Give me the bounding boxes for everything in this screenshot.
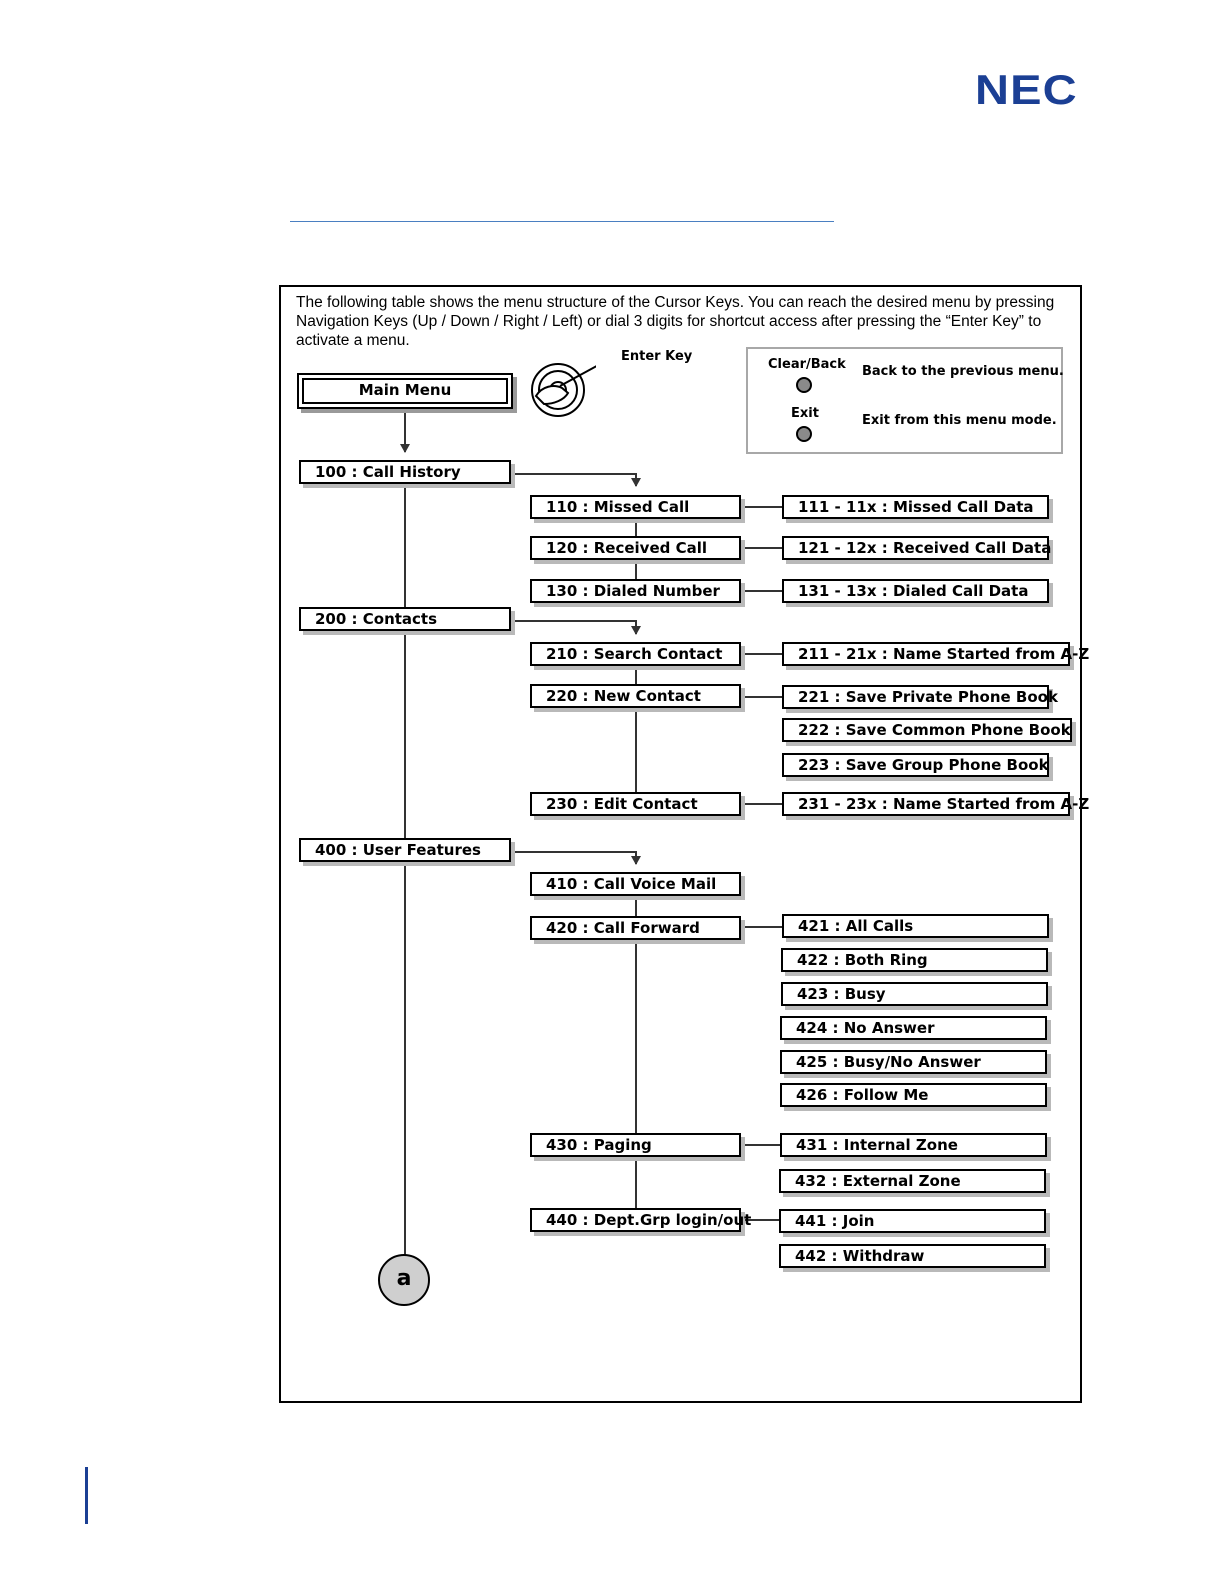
menu-structure-frame [279, 285, 1082, 1403]
menu-410-call-voice-mail: 410 : Call Voice Mail [530, 872, 741, 896]
menu-111-missed-call-data: 111 - 11x : Missed Call Data [782, 495, 1049, 519]
main-menu-label: Main Menu [302, 378, 508, 404]
enter-key-icon [531, 363, 596, 417]
menu-200-contacts: 200 : Contacts [299, 607, 511, 631]
continuation-connector-a: a [378, 1254, 430, 1306]
menu-223-save-group: 223 : Save Group Phone Book [782, 753, 1049, 777]
menu-120-received-call: 120 : Received Call [530, 536, 741, 560]
menu-422-both-ring: 422 : Both Ring [781, 948, 1048, 972]
menu-423-busy: 423 : Busy [781, 982, 1048, 1006]
menu-430-paging: 430 : Paging [530, 1133, 741, 1157]
menu-100-call-history: 100 : Call History [299, 460, 511, 484]
menu-130-dialed-number: 130 : Dialed Number [530, 579, 741, 603]
arrow-200 [511, 620, 641, 635]
menu-400-user-features: 400 : User Features [299, 838, 511, 862]
menu-220-new-contact: 220 : New Contact [530, 684, 741, 708]
clear-back-key-label: Clear/Back [768, 357, 846, 372]
exit-key-label: Exit [791, 406, 819, 421]
enter-key-label: Enter Key [621, 349, 693, 364]
intro-text: The following table shows the menu struc… [296, 294, 1055, 349]
menu-431-internal-zone: 431 : Internal Zone [780, 1133, 1047, 1157]
menu-442-withdraw: 442 : Withdraw [779, 1244, 1046, 1268]
exit-description: Exit from this menu mode. [862, 413, 1057, 428]
menu-121-received-call-data: 121 - 12x : Received Call Data [782, 536, 1051, 560]
menu-426-follow-me: 426 : Follow Me [780, 1083, 1047, 1107]
menu-440-dept-grp: 440 : Dept.Grp login/out [530, 1208, 751, 1232]
arrow-400 [511, 851, 641, 865]
legend-box [746, 347, 1063, 454]
menu-210-search-contact: 210 : Search Contact [530, 642, 741, 666]
menu-221-save-private: 221 : Save Private Phone Book [782, 685, 1058, 709]
menu-222-save-common: 222 : Save Common Phone Book [782, 718, 1072, 742]
menu-110-missed-call: 110 : Missed Call [530, 495, 741, 519]
clear-back-button-icon [796, 377, 812, 393]
clear-back-description: Back to the previous menu. [862, 364, 1064, 379]
nec-logo: NEC [975, 66, 1078, 113]
menu-432-external-zone: 432 : External Zone [779, 1169, 1046, 1193]
menu-420-call-forward: 420 : Call Forward [530, 916, 741, 940]
menu-425-busy-no-answer: 425 : Busy/No Answer [780, 1050, 1047, 1074]
exit-button-icon [796, 426, 812, 442]
header-rule [290, 221, 834, 222]
menu-231-name-started: 231 - 23x : Name Started from A-Z [782, 792, 1089, 816]
footer-accent-bar [85, 1467, 88, 1524]
main-menu-box: Main Menu [297, 373, 513, 409]
menu-421-all-calls: 421 : All Calls [782, 914, 1049, 938]
menu-131-dialed-call-data: 131 - 13x : Dialed Call Data [782, 579, 1049, 603]
menu-230-edit-contact: 230 : Edit Contact [530, 792, 741, 816]
menu-441-join: 441 : Join [779, 1209, 1046, 1233]
menu-211-name-started: 211 - 21x : Name Started from A-Z [782, 642, 1089, 666]
menu-424-no-answer: 424 : No Answer [780, 1016, 1047, 1040]
arrow-100 [511, 473, 641, 487]
